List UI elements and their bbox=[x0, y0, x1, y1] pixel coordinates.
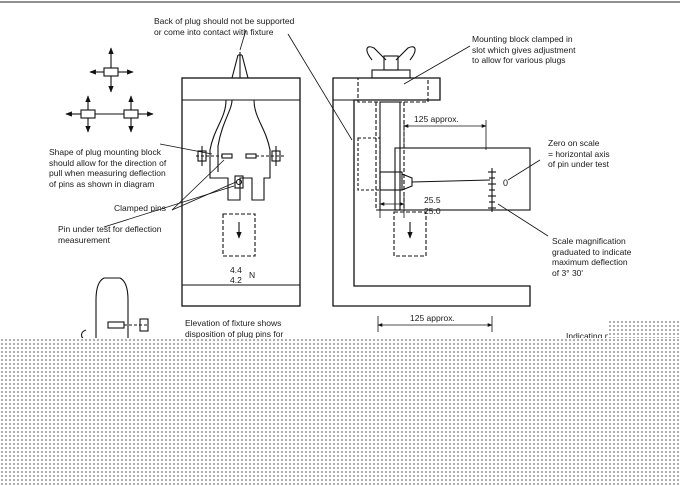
mounting-block-note: Mounting block clamped in slot which giv… bbox=[472, 34, 576, 65]
dimension-upper: 25.5 bbox=[424, 195, 441, 205]
scale-zero-mark: 0 bbox=[503, 178, 508, 188]
pull-direction-symbol-right bbox=[123, 95, 154, 133]
dimension-approx-bottom: 125 approx. bbox=[410, 313, 455, 323]
zero-on-scale-note: Zero on scale = horizontal axis of pin u… bbox=[548, 138, 610, 169]
elevation-caption: Elevation of fixture shows disposition o… bbox=[185, 318, 284, 339]
partial-plug-view bbox=[80, 277, 149, 341]
pin-under-test-label: Pin under test for deflection measuremen… bbox=[58, 224, 162, 245]
force-upper: 4.4 bbox=[230, 265, 242, 275]
pull-direction-symbol-top bbox=[89, 47, 134, 93]
pull-direction-symbol-left bbox=[65, 95, 96, 133]
halftone-overlay bbox=[0, 338, 680, 485]
force-lower: 4.2 bbox=[230, 275, 242, 285]
halftone-overlay-corner bbox=[608, 320, 680, 338]
clamped-pins-label: Clamped pins bbox=[114, 203, 166, 213]
block-shape-note: Shape of plug mounting block should allo… bbox=[49, 147, 167, 189]
indicating-caption: Indicating n bbox=[566, 331, 610, 341]
dimension-approx-top: 125 approx. bbox=[414, 114, 459, 124]
side-elevation-fixture bbox=[332, 46, 531, 307]
force-unit: N bbox=[249, 270, 256, 280]
dimension-lower: 25.0 bbox=[424, 206, 441, 216]
front-elevation-fixture bbox=[181, 52, 301, 307]
back-of-plug-note: Back of plug should not be supported or … bbox=[154, 16, 295, 37]
scale-magnification-note: Scale magnification graduated to indicat… bbox=[552, 236, 632, 278]
